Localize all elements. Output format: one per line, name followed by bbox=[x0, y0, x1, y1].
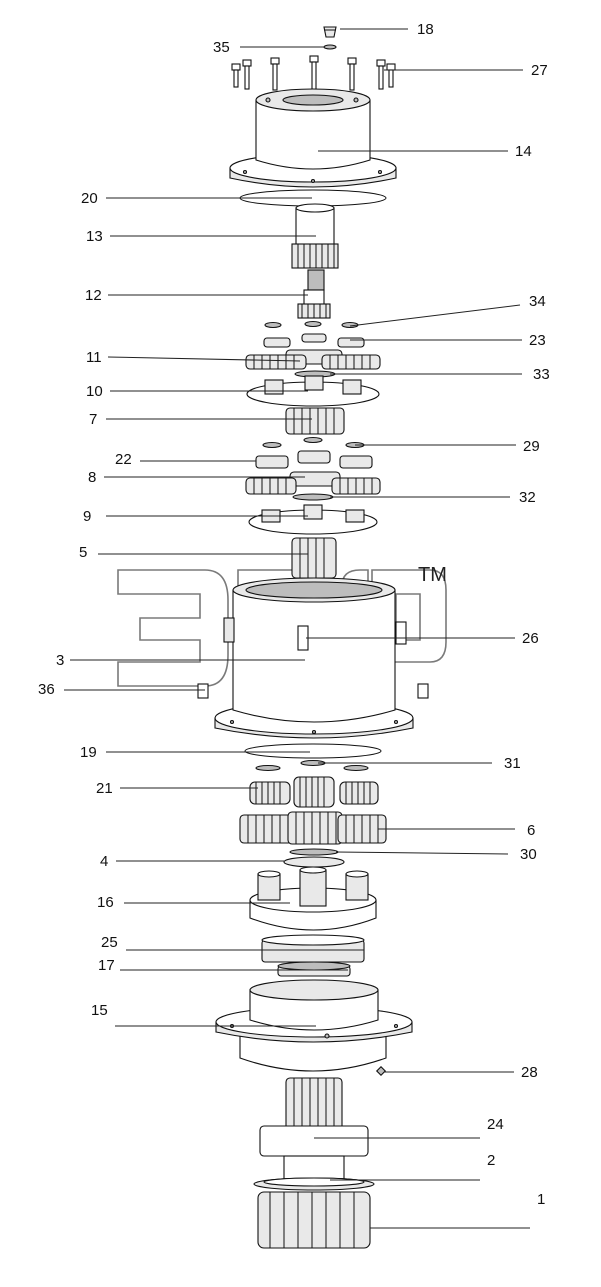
callout-23: 23 bbox=[529, 332, 546, 349]
callout-27: 27 bbox=[531, 62, 548, 79]
callout-25: 25 bbox=[101, 934, 118, 951]
callout-2: 2 bbox=[487, 1152, 495, 1169]
part-29-thrust-washers bbox=[262, 436, 365, 449]
callout-3: 3 bbox=[56, 652, 64, 669]
part-21-needle-bearings bbox=[249, 776, 379, 808]
callout-17: 17 bbox=[98, 957, 115, 974]
part-18-plug bbox=[323, 26, 337, 38]
part-23-needle-bearings bbox=[263, 333, 365, 348]
callout-7: 7 bbox=[89, 411, 97, 428]
callout-21: 21 bbox=[96, 780, 113, 797]
part-19-o-ring bbox=[244, 743, 382, 759]
leader-lines bbox=[64, 28, 530, 1229]
callout-8: 8 bbox=[88, 469, 96, 486]
part-22-needle-bearings bbox=[255, 450, 373, 469]
part-25-main-bearing bbox=[261, 934, 365, 963]
callout-22: 22 bbox=[115, 451, 132, 468]
part-11-planet-gears bbox=[245, 349, 381, 370]
callout-14: 14 bbox=[515, 143, 532, 160]
callout-33: 33 bbox=[533, 366, 550, 383]
callout-13: 13 bbox=[86, 228, 103, 245]
part-8-planet-gears bbox=[245, 471, 381, 495]
callout-1: 1 bbox=[537, 1191, 545, 1208]
callout-34: 34 bbox=[529, 293, 546, 310]
callout-4: 4 bbox=[100, 853, 108, 870]
part-28-grease-nipple bbox=[375, 1065, 387, 1077]
callout-19: 19 bbox=[80, 744, 97, 761]
part-36-plugs bbox=[197, 683, 429, 699]
callout-24: 24 bbox=[487, 1116, 504, 1133]
part-34-thrust-washers bbox=[264, 320, 359, 329]
callout-29: 29 bbox=[523, 438, 540, 455]
part-30-washer bbox=[289, 848, 339, 856]
callout-31: 31 bbox=[504, 755, 521, 772]
callout-20: 20 bbox=[81, 190, 98, 207]
part-7-sun-gear bbox=[285, 407, 345, 435]
part-1-pinion bbox=[257, 1191, 371, 1249]
callout-36: 36 bbox=[38, 681, 55, 698]
part-12-sun-gear bbox=[297, 289, 331, 319]
callout-16: 16 bbox=[97, 894, 114, 911]
callout-26: 26 bbox=[522, 630, 539, 647]
part-27-bolts bbox=[231, 55, 396, 91]
part-6-planet-gears bbox=[239, 811, 387, 845]
part-10-planet-carrier bbox=[246, 375, 380, 407]
part-35-o-ring bbox=[323, 44, 337, 50]
part-15-output-housing bbox=[215, 979, 413, 1072]
part-4-thrust-plate bbox=[283, 856, 345, 868]
callout-labels: 18 35 27 14 20 13 12 34 23 11 33 10 7 29… bbox=[38, 21, 550, 1208]
part-17-oil-seal bbox=[277, 961, 351, 977]
part-14-housing-cover bbox=[229, 88, 397, 188]
callout-28: 28 bbox=[521, 1064, 538, 1081]
callout-11: 11 bbox=[86, 349, 102, 366]
part-9-planet-carrier bbox=[248, 504, 378, 535]
callout-15: 15 bbox=[91, 1002, 108, 1019]
part-16-planet-carrier bbox=[249, 866, 377, 931]
callout-10: 10 bbox=[86, 383, 103, 400]
part-24-output-shaft bbox=[259, 1077, 369, 1181]
part-5-sun-gear bbox=[291, 537, 337, 579]
callout-6: 6 bbox=[527, 822, 535, 839]
part-32-washer bbox=[292, 493, 334, 501]
callout-35: 35 bbox=[213, 39, 230, 56]
callout-30: 30 bbox=[520, 846, 537, 863]
callout-12: 12 bbox=[85, 287, 102, 304]
callout-32: 32 bbox=[519, 489, 536, 506]
part-13-input-shaft bbox=[291, 203, 339, 291]
part-3-ring-gear-housing bbox=[214, 577, 414, 739]
callout-18: 18 bbox=[417, 21, 434, 38]
callout-9: 9 bbox=[83, 508, 91, 525]
trademark-symbol: TM bbox=[418, 564, 447, 586]
part-31-thrust-washers bbox=[255, 759, 369, 772]
callout-5: 5 bbox=[79, 544, 87, 561]
